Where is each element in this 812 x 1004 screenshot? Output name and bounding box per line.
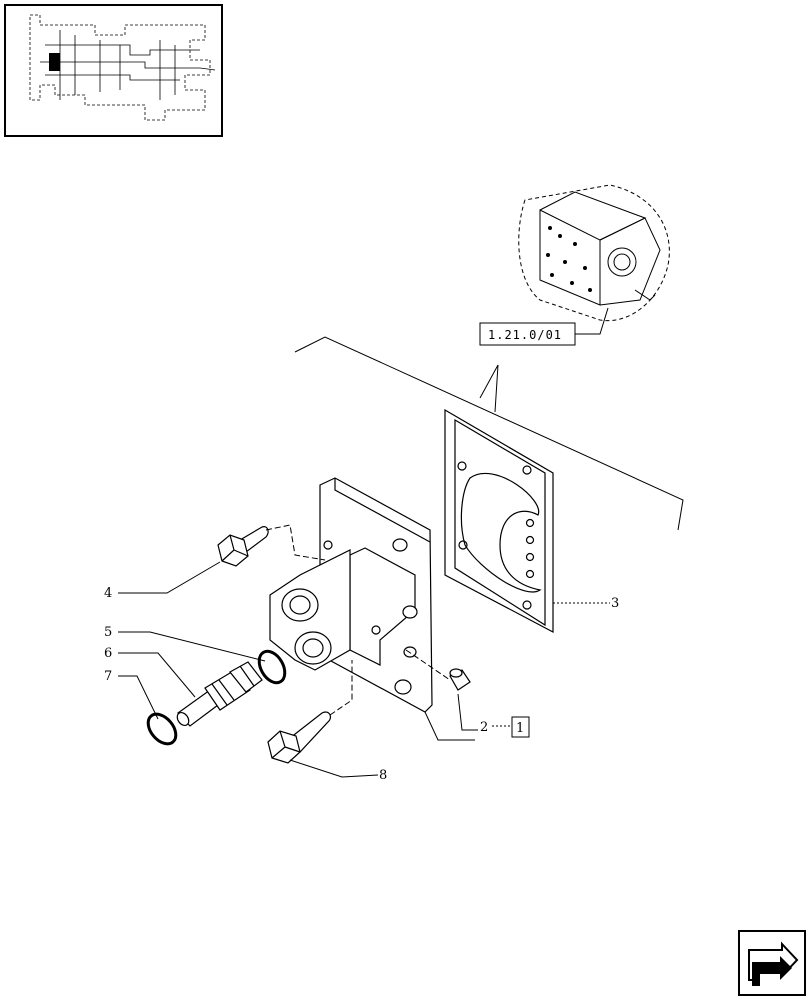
dowel-pin	[449, 668, 471, 691]
transmission-section-icon[interactable]	[4, 4, 223, 137]
callout-8: 8	[379, 768, 387, 783]
callout-5: 5	[104, 625, 112, 640]
valve-body	[269, 477, 433, 713]
bolt-lower	[267, 711, 332, 764]
reference-label: 1.21.0/01	[488, 328, 562, 342]
gasket	[444, 408, 554, 633]
bolt-upper	[217, 526, 269, 567]
next-page-arrow-icon[interactable]	[738, 930, 806, 996]
callout-7: 7	[104, 669, 112, 684]
o-ring-5	[257, 649, 287, 685]
callout-4: 4	[104, 586, 112, 601]
o-ring-7	[146, 712, 178, 746]
valve-cartridge	[176, 661, 263, 727]
kit-box-label: 1	[516, 721, 524, 736]
reference-box[interactable]: 1.21.0/01	[479, 322, 576, 346]
housing-overview-illustration	[518, 184, 670, 322]
callout-2: 2	[480, 720, 488, 735]
callout-3: 3	[611, 596, 619, 611]
kit-box[interactable]: 1	[511, 716, 530, 738]
callout-6: 6	[104, 646, 112, 661]
